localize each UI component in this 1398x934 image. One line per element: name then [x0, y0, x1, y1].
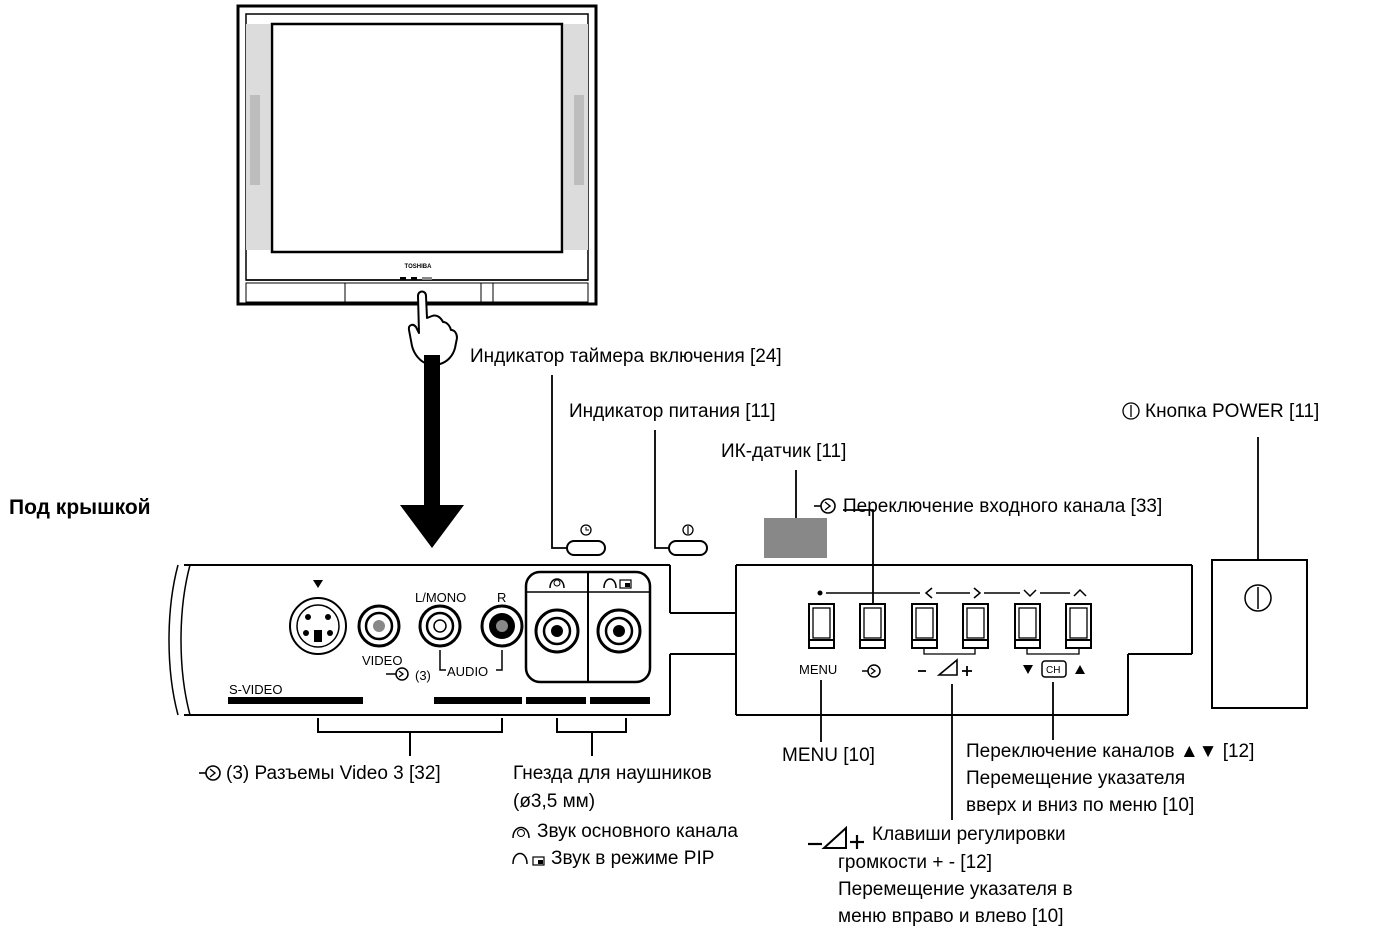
l-mono-label: L/MONO: [415, 590, 467, 605]
menu-button-label: MENU: [799, 662, 838, 677]
ir-sensor: [764, 518, 827, 558]
section-title: Под крышкой: [9, 496, 151, 519]
input-icon: [814, 498, 836, 514]
ch-label: CH: [1046, 665, 1061, 676]
audio-label: AUDIO: [447, 664, 489, 679]
volume-callout-4: меню вправо и влево [10]: [838, 906, 1064, 927]
input-switch-callout: Переключение входного канала [33]: [843, 496, 1163, 517]
down-arrow-icon: [400, 355, 464, 548]
r-label: R: [497, 590, 507, 605]
volume-callout-1: Клавиши регулировки: [872, 824, 1066, 845]
channel-callout-2: Перемещение указателя: [966, 768, 1186, 789]
video3-callout: (3) Разъемы Video 3 [32]: [226, 763, 441, 784]
jack-panel: [168, 564, 736, 716]
video-label: VIDEO: [362, 653, 403, 668]
video3-bracket: [317, 718, 503, 756]
volume-icon: [808, 825, 864, 849]
channel-callout-1: Переключение каналов ▲▼ [12]: [966, 741, 1255, 762]
control-panel: [735, 564, 1193, 716]
video3-input-icon: [199, 765, 221, 781]
power-button-callout: Кнопка POWER [11]: [1145, 401, 1320, 422]
hand-pointer-icon: [407, 290, 458, 365]
timer-indicator: [551, 375, 606, 556]
power-button-panel: [1211, 559, 1308, 709]
headphone-main-icon: [512, 826, 530, 839]
timer-indicator-callout: Индикатор таймера включения [24]: [470, 346, 782, 367]
headphone-pip-icon: [512, 852, 545, 866]
power-indicator-callout: Индикатор питания [11]: [569, 401, 776, 422]
power-symbol-icon: [1122, 402, 1140, 420]
headphone-callout-2: (ø3,5 мм): [513, 791, 596, 812]
input-number-label: (3): [415, 668, 431, 683]
s-video-label: S-VIDEO: [229, 682, 283, 697]
headphone-callout-1: Гнезда для наушников: [513, 763, 712, 784]
headphone-pip-callout: Звук в режиме PIP: [551, 848, 715, 869]
headphone-bracket: [556, 718, 627, 756]
menu-callout: MENU [10]: [782, 745, 875, 766]
tv-brand-text: TOSHIBA: [405, 264, 433, 270]
channel-callout-3: вверх и вниз по меню [10]: [966, 795, 1195, 816]
headphone-main-callout: Звук основного канала: [537, 821, 738, 842]
ir-sensor-callout: ИК-датчик [11]: [721, 441, 847, 462]
volume-callout-2: громкости + - [12]: [838, 852, 992, 873]
power-indicator: [654, 430, 708, 556]
tv-illustration: TOSHIBA: [236, 4, 598, 306]
volume-callout-3: Перемещение указателя в: [838, 879, 1073, 900]
